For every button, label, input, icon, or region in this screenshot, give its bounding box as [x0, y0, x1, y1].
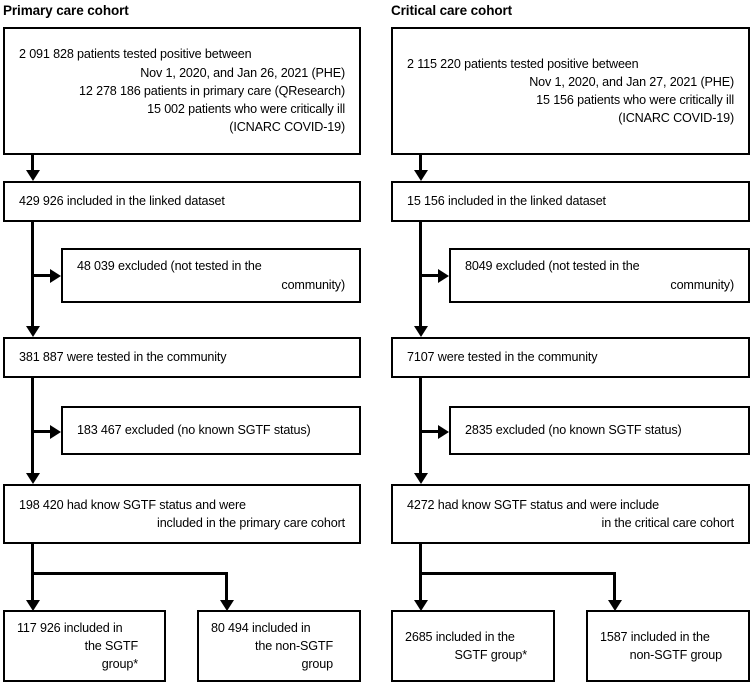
arrowhead-critical-exclude2	[438, 424, 449, 439]
text-line: Nov 1, 2020, and Jan 27, 2021 (PHE)	[529, 74, 734, 89]
arrowhead-primary-sgtf	[25, 600, 40, 611]
node-primary-source: 2 091 828 patients tested positive betwe…	[3, 27, 361, 155]
column-title-primary-care: Primary care cohort	[3, 3, 129, 18]
node-critical-source: 2 115 220 patients tested positive betwe…	[391, 27, 750, 155]
node-critical-cohort-text: 4272 had know SGTF status and were inclu…	[407, 496, 734, 533]
text-line: (ICNARC COVID-19)	[229, 120, 345, 135]
text-line: community)	[670, 277, 734, 292]
node-primary-excluded-no-sgtf-text: 183 467 excluded (no known SGTF status)	[77, 423, 311, 438]
node-primary-linked-text: 429 926 included in the linked dataset	[19, 194, 225, 209]
text-line: 48 039 excluded (not tested in the	[77, 259, 262, 274]
arrowhead-primary-non-sgtf	[219, 600, 234, 611]
node-primary-excluded-no-sgtf: 183 467 excluded (no known SGTF status)	[61, 406, 361, 455]
node-primary-excluded-not-community: 48 039 excluded (not tested in the commun…	[61, 248, 361, 303]
connector-primary-split-left	[31, 572, 34, 604]
node-critical-linked: 15 156 included in the linked dataset	[391, 181, 750, 222]
node-critical-tested-community: 7107 were tested in the community	[391, 337, 750, 378]
arrowhead-critical-exclude1	[438, 268, 449, 283]
connector-critical-split-right	[613, 572, 616, 604]
text-line: 2685 included in the	[405, 629, 515, 644]
connector-critical-tested-down	[419, 378, 422, 478]
text-line: 198 420 had know SGTF status and were	[19, 497, 246, 512]
node-critical-tested-community-text: 7107 were tested in the community	[407, 350, 598, 365]
text-line: 2 091 828 patients tested positive betwe…	[19, 47, 252, 62]
text-line: in the critical care cohort	[601, 516, 735, 530]
arrowhead-critical-linked-to-tested	[413, 326, 428, 337]
connector-critical-split-stem	[419, 544, 422, 574]
text-line: (ICNARC COVID-19)	[618, 111, 734, 126]
connector-primary-split-right	[225, 572, 228, 604]
node-critical-excluded-not-community: 8049 excluded (not tested in the communit…	[449, 248, 750, 303]
node-primary-cohort: 198 420 had know SGTF status and were inc…	[3, 484, 361, 544]
text-line: 4272 had know SGTF status and were inclu…	[407, 497, 660, 512]
connector-primary-exclude1-stem	[31, 274, 53, 277]
arrowhead-critical-tested-to-cohort	[413, 473, 428, 484]
connector-critical-linked-down	[419, 222, 422, 332]
text-line: 117 926 included in	[17, 620, 123, 635]
connector-critical-exclude2-stem	[419, 430, 441, 433]
arrowhead-primary-tested-to-cohort	[25, 473, 40, 484]
text-line: 80 494 included in	[211, 620, 311, 635]
connector-primary-linked-down	[31, 222, 34, 332]
node-critical-excluded-no-sgtf: 2835 excluded (no known SGTF status)	[449, 406, 750, 455]
connector-critical-exclude1-stem	[419, 274, 441, 277]
arrowhead-critical-non-sgtf	[607, 600, 622, 611]
text-line: non-SGTF group	[629, 648, 723, 662]
text-line: the SGTF	[84, 638, 139, 653]
connector-primary-split-stem	[31, 544, 34, 574]
text-line: group	[301, 657, 334, 672]
column-title-critical-care: Critical care cohort	[391, 3, 513, 18]
node-primary-tested-community: 381 887 were tested in the community	[3, 337, 361, 378]
node-critical-linked-text: 15 156 included in the linked dataset	[407, 194, 606, 209]
arrowhead-primary-source-to-linked	[25, 170, 40, 181]
connector-primary-split-bar	[31, 572, 228, 575]
arrowhead-critical-source-to-linked	[413, 170, 428, 181]
text-line: included in the primary care cohort	[157, 516, 345, 530]
node-primary-sgtf-group-text: 117 926 included in the SGTF group*	[17, 619, 152, 674]
node-critical-cohort: 4272 had know SGTF status and were inclu…	[391, 484, 750, 544]
text-line: 1587 included in the	[600, 629, 710, 644]
node-primary-sgtf-group: 117 926 included in the SGTF group*	[3, 610, 166, 682]
node-primary-source-text: 2 091 828 patients tested positive betwe…	[19, 45, 345, 136]
text-line: 8049 excluded (not tested in the	[465, 259, 640, 274]
text-line: 15 156 patients who were critically ill	[536, 93, 734, 107]
connector-primary-tested-down	[31, 378, 34, 478]
connector-primary-source-to-linked	[31, 155, 34, 173]
node-primary-cohort-text: 198 420 had know SGTF status and were inc…	[19, 496, 345, 533]
node-primary-non-sgtf-group: 80 494 included in the non-SGTF group	[197, 610, 361, 682]
text-line: the non-SGTF	[255, 638, 333, 653]
text-line: SGTF group*	[454, 648, 527, 662]
text-line: Nov 1, 2020, and Jan 26, 2021 (PHE)	[140, 65, 345, 80]
node-critical-non-sgtf-group-text: 1587 included in the non-SGTF group	[600, 628, 736, 665]
node-primary-non-sgtf-group-text: 80 494 included in the non-SGTF group	[211, 619, 347, 674]
text-line: community)	[281, 277, 345, 292]
node-primary-excluded-not-community-text: 48 039 excluded (not tested in the commun…	[77, 257, 345, 294]
text-line: 15 002 patients who were critically ill	[147, 102, 345, 117]
connector-critical-split-left	[419, 572, 422, 604]
text-line: 12 278 186 patients in primary care (QRe…	[79, 83, 345, 98]
node-primary-linked: 429 926 included in the linked dataset	[3, 181, 361, 222]
node-critical-excluded-not-community-text: 8049 excluded (not tested in the communit…	[465, 257, 734, 294]
connector-primary-exclude2-stem	[31, 430, 53, 433]
arrowhead-primary-exclude2	[50, 424, 61, 439]
connector-critical-source-to-linked	[419, 155, 422, 173]
node-critical-excluded-no-sgtf-text: 2835 excluded (no known SGTF status)	[465, 423, 682, 438]
arrowhead-primary-linked-to-tested	[25, 326, 40, 337]
text-line: group*	[101, 657, 138, 672]
connector-critical-split-bar	[419, 572, 616, 575]
node-primary-tested-community-text: 381 887 were tested in the community	[19, 350, 227, 365]
node-critical-non-sgtf-group: 1587 included in the non-SGTF group	[586, 610, 750, 682]
arrowhead-primary-exclude1	[50, 268, 61, 283]
node-critical-source-text: 2 115 220 patients tested positive betwe…	[407, 55, 734, 128]
text-line: 2 115 220 patients tested positive betwe…	[407, 56, 639, 71]
arrowhead-critical-sgtf	[413, 600, 428, 611]
